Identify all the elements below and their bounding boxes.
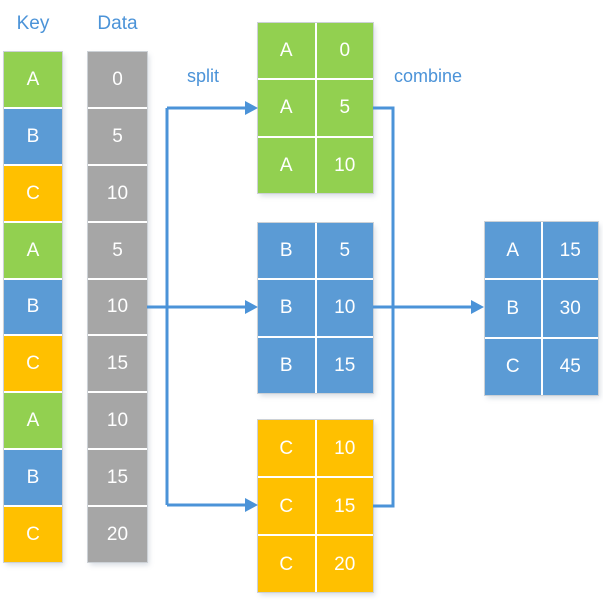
group-b-key-cell: B [258, 337, 315, 393]
combine-label: combine [393, 66, 463, 86]
combine-connector [373, 106, 484, 508]
combined-value-cell: 15 [542, 222, 598, 279]
group-c-value-cell: 20 [316, 536, 373, 592]
group-c-value-cell: 15 [316, 478, 373, 534]
key-column-header: Key [16, 13, 50, 34]
key-cell: C [4, 507, 62, 562]
split-connector [147, 101, 258, 512]
data-cell: 10 [88, 165, 147, 221]
data-column: 0 5 10 5 10 15 10 15 20 [88, 52, 147, 562]
combined-key-cell: B [485, 280, 541, 337]
combined-value-cell: 45 [542, 338, 598, 395]
group-a-value-cell: 10 [316, 137, 373, 193]
data-cell: 15 [88, 450, 147, 506]
key-cell: A [4, 393, 62, 449]
data-cell: 15 [88, 336, 147, 392]
key-cell: B [4, 279, 62, 335]
group-b-value-cell: 10 [316, 280, 373, 336]
group-b-key-cell: B [258, 223, 315, 279]
data-cell: 5 [88, 222, 147, 278]
key-cell: A [4, 222, 62, 278]
combined-key-cell: C [485, 338, 541, 395]
group-c-key-cell: C [258, 478, 315, 534]
group-c-key-cell: C [258, 420, 315, 476]
combined-table: A 15 B 30 C 45 [485, 222, 598, 395]
split-label: split [186, 66, 219, 86]
split-arrowhead-bottom-icon [245, 498, 258, 512]
group-c-key-cell: C [258, 536, 315, 592]
combine-arrowhead-icon [471, 300, 484, 314]
combined-value-cell: 30 [542, 280, 598, 337]
group-a-key-cell: A [258, 137, 315, 193]
key-cell: C [4, 165, 62, 221]
group-a-value-cell: 5 [316, 80, 373, 136]
combined-key-cell: A [485, 222, 541, 279]
group-b-value-cell: 15 [316, 337, 373, 393]
key-cell: A [4, 52, 62, 107]
group-a-table: A 0 A 5 A 10 [258, 23, 373, 193]
key-cell: B [4, 450, 62, 506]
data-cell: 20 [88, 507, 147, 562]
key-column: A B C A B C A B C [4, 52, 62, 562]
data-cell: 0 [88, 52, 147, 107]
group-a-value-cell: 0 [316, 23, 373, 79]
data-cell: 5 [88, 108, 147, 164]
group-b-table: B 5 B 10 B 15 [258, 223, 373, 393]
group-b-value-cell: 5 [316, 223, 373, 279]
data-cell: 10 [88, 279, 147, 335]
key-cell: C [4, 336, 62, 392]
group-c-value-cell: 10 [316, 420, 373, 476]
key-cell: B [4, 108, 62, 164]
data-column-header: Data [97, 13, 138, 34]
group-a-key-cell: A [258, 80, 315, 136]
split-arrowhead-top-icon [245, 101, 258, 115]
split-arrowhead-middle-icon [245, 300, 258, 314]
data-cell: 10 [88, 393, 147, 449]
group-b-key-cell: B [258, 280, 315, 336]
combine-bracket-line [373, 106, 395, 508]
group-c-table: C 10 C 15 C 20 [258, 420, 373, 592]
group-a-key-cell: A [258, 23, 315, 79]
